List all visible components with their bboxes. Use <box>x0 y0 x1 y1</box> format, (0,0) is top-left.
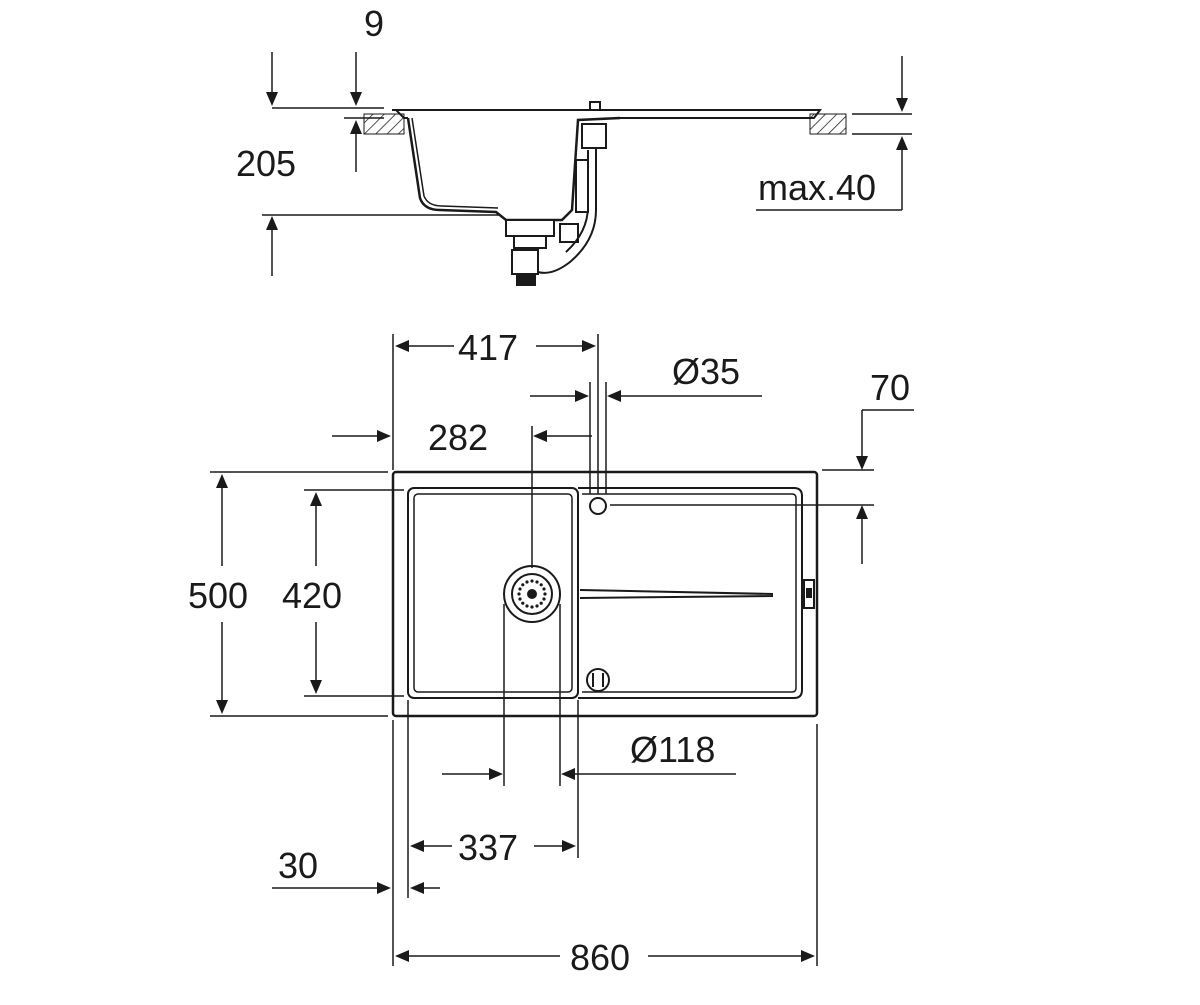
sink-rim-profile <box>392 109 822 119</box>
dim-417-label: 417 <box>458 327 518 368</box>
strainer-hole <box>521 601 525 605</box>
dim-30-label: 30 <box>278 845 318 886</box>
drainer-groove <box>579 589 773 599</box>
dim-417-arrowhead-right <box>582 340 596 352</box>
waste-outlet <box>505 219 555 237</box>
dim-282-arrowhead-right <box>533 430 547 442</box>
waste-trap-fitting <box>511 249 539 275</box>
strainer-hole <box>525 604 529 608</box>
dim-9-arrowhead-bottom <box>350 120 362 134</box>
dim-118-arrowhead-left <box>489 768 503 780</box>
dim-70-label: 70 <box>870 367 910 408</box>
strainer-hole <box>525 580 529 584</box>
strainer-hole <box>539 583 543 587</box>
bowl-inner-line <box>411 117 499 209</box>
bowl-outline <box>407 487 579 699</box>
strainer-hole <box>530 579 534 583</box>
overflow-pipe <box>575 159 589 213</box>
dim-9-label: 9 <box>364 3 384 44</box>
bowl-profile <box>406 116 621 222</box>
fixing-clip-inner <box>806 588 812 598</box>
dim-500-arrowhead-top <box>216 474 228 488</box>
dim-35-arrowhead-left <box>575 390 589 402</box>
dim-205-arrowhead-top <box>266 92 278 106</box>
top-view: 417 Ø35 70 282 500 <box>188 327 914 978</box>
strainer-hole <box>518 587 522 591</box>
overflow-fitting <box>581 123 607 149</box>
strainer-hole <box>535 580 539 584</box>
dim-420-arrowhead-top <box>310 492 322 506</box>
drainer-inner-outline <box>582 493 797 693</box>
strainer-hole <box>521 583 525 587</box>
dim-420-label: 420 <box>282 575 342 616</box>
worktop-right-hatch <box>809 113 847 135</box>
worktop-left-hatch <box>363 113 405 135</box>
overflow-hole <box>586 668 610 692</box>
dim-417-arrowhead-left <box>395 340 409 352</box>
dim-max40-arrowhead-bottom <box>896 136 908 150</box>
bowl-inner-outline <box>413 493 573 693</box>
dim-35-label: Ø35 <box>672 351 740 392</box>
strainer-hole <box>517 592 521 596</box>
dim-9-arrowhead-top <box>350 92 362 106</box>
dim-500-label: 500 <box>188 575 248 616</box>
dim-205-arrowhead-bottom <box>266 216 278 230</box>
dim-337-arrowhead-right <box>562 840 576 852</box>
dim-118-arrowhead-right <box>561 768 575 780</box>
dim-282-label: 282 <box>428 417 488 458</box>
dim-118-label: Ø118 <box>630 729 715 770</box>
strainer-hole <box>539 601 543 605</box>
waste-trap-nut <box>516 274 536 286</box>
waste-strainer-center <box>527 589 537 599</box>
side-view: 9 205 max.40 <box>236 3 912 286</box>
dim-30-arrowhead-left <box>377 882 391 894</box>
dim-205-label: 205 <box>236 143 296 184</box>
dim-282-arrowhead-left <box>377 430 391 442</box>
waste-strainer-holes <box>517 579 547 609</box>
dim-30-arrowhead-right <box>410 882 424 894</box>
dim-35-arrowhead-right <box>607 390 621 402</box>
strainer-hole <box>543 592 547 596</box>
dim-860-arrowhead-left <box>395 950 409 962</box>
strainer-hole <box>518 597 522 601</box>
dim-500-arrowhead-bottom <box>216 700 228 714</box>
drainer-outline <box>578 487 803 699</box>
waste-outlet-body <box>513 235 547 249</box>
dim-337-arrowhead-left <box>410 840 424 852</box>
strainer-hole <box>542 597 546 601</box>
dim-860-label: 860 <box>570 937 630 978</box>
dim-70-arrowhead-top <box>856 456 868 470</box>
dim-420-arrowhead-bottom <box>310 680 322 694</box>
tap-hole <box>589 497 607 515</box>
sink-outline <box>391 470 819 718</box>
strainer-hole <box>542 587 546 591</box>
strainer-hole <box>530 605 534 609</box>
dim-70-arrowhead-bottom <box>856 505 868 519</box>
sink-rim-underside <box>395 109 408 119</box>
overflow-cap <box>589 101 601 111</box>
waste-fitting-side <box>559 223 579 243</box>
dim-337-label: 337 <box>458 827 518 868</box>
strainer-hole <box>535 604 539 608</box>
dim-860-arrowhead-right <box>801 950 815 962</box>
overflow-hose <box>537 148 597 274</box>
dim-max40-arrowhead-top <box>896 98 908 112</box>
dim-max40-label: max.40 <box>758 167 876 208</box>
